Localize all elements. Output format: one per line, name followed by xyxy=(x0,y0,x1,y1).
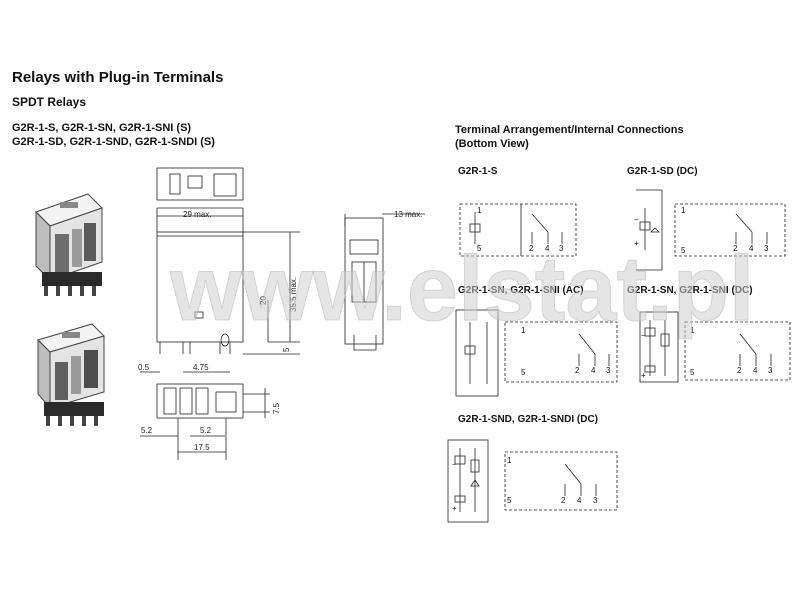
pin-label: 2 xyxy=(733,244,738,253)
model-list-line-1: G2R-1-S, G2R-1-SN, G2R-1-SNI (S) xyxy=(12,122,192,134)
diagram-label-g2r1sn-dc: G2R-1-SN, G2R-1-SNI (DC) xyxy=(627,285,753,296)
pin-label: 4 xyxy=(753,366,758,375)
pin-label: 5 xyxy=(477,244,482,253)
dim-5-2-right: 5.2 xyxy=(200,426,212,435)
pin-label: 3 xyxy=(764,244,769,253)
dim-35-5: 35.5 max. xyxy=(289,277,298,312)
dim-7-5: 7.5 xyxy=(272,402,281,414)
diagram-g2r1snd xyxy=(447,439,618,523)
section-subtitle: SPDT Relays xyxy=(12,95,87,109)
dimension-labels: 29 max. 13 max. 35.5 max. 20 5 0.5 4.75 … xyxy=(138,210,422,452)
pin-label: 4 xyxy=(545,244,550,253)
dim-17-5: 17.5 xyxy=(194,443,210,452)
page-title: Relays with Plug-in Terminals xyxy=(12,69,224,86)
pin-label: 4 xyxy=(577,496,582,505)
relay-photo-bottom xyxy=(37,323,105,426)
dim-20: 20 xyxy=(259,296,268,305)
model-list-line-2: G2R-1-SD, G2R-1-SND, G2R-1-SNDI (S) xyxy=(12,136,215,148)
polarity-label: − xyxy=(641,331,646,340)
pin-label: 5 xyxy=(681,246,686,255)
pin-label: 3 xyxy=(768,366,773,375)
diagram-label-g2r1snd: G2R-1-SND, G2R-1-SNDI (DC) xyxy=(458,414,599,425)
pin-label: 2 xyxy=(529,244,534,253)
diagram-g2r1sn-ac xyxy=(455,309,618,397)
terminal-section-view: (Bottom View) xyxy=(455,138,529,150)
pin-label: 5 xyxy=(521,368,526,377)
terminal-section-title: Terminal Arrangement/Internal Connection… xyxy=(455,124,684,136)
diagram-g2r1s xyxy=(459,203,577,257)
relay-photo-top xyxy=(35,193,103,296)
dimension-drawing xyxy=(140,167,425,460)
polarity-label: + xyxy=(452,504,457,513)
pin-label: 4 xyxy=(591,366,596,375)
diagram-label-g2r1s: G2R-1-S xyxy=(458,166,498,177)
diagram-label-g2r1sn-ac: G2R-1-SN, G2R-1-SNI (AC) xyxy=(458,285,584,296)
dim-0-5: 0.5 xyxy=(138,363,150,372)
polarity-label: − xyxy=(634,215,639,224)
pin-label: 2 xyxy=(737,366,742,375)
dim-29: 29 max. xyxy=(183,210,211,219)
pin-label: 1 xyxy=(477,206,482,215)
pin-label: 2 xyxy=(561,496,566,505)
dim-5-2-left: 5.2 xyxy=(141,426,153,435)
polarity-label: − xyxy=(452,460,457,469)
pin-label: 1 xyxy=(690,326,695,335)
pin-label: 3 xyxy=(593,496,598,505)
pin-label: 3 xyxy=(606,366,611,375)
pin-label: 5 xyxy=(507,496,512,505)
pin-label: 1 xyxy=(521,326,526,335)
dim-4-75: 4.75 xyxy=(193,363,209,372)
polarity-label: + xyxy=(641,371,646,380)
pin-label: 2 xyxy=(575,366,580,375)
pin-label: 1 xyxy=(681,206,686,215)
diagram-g2r1sd xyxy=(636,189,786,271)
pin-label: 5 xyxy=(690,368,695,377)
pin-label: 3 xyxy=(559,244,564,253)
dim-13: 13 max. xyxy=(394,210,422,219)
diagram-label-g2r1sd: G2R-1-SD (DC) xyxy=(627,166,698,177)
dim-5: 5 xyxy=(282,347,291,352)
pin-label: 4 xyxy=(749,244,754,253)
watermark: www.elstat.pl xyxy=(169,238,754,340)
polarity-label: + xyxy=(634,239,639,248)
diagram-g2r1sn-dc xyxy=(639,311,791,383)
pin-label: 1 xyxy=(507,456,512,465)
